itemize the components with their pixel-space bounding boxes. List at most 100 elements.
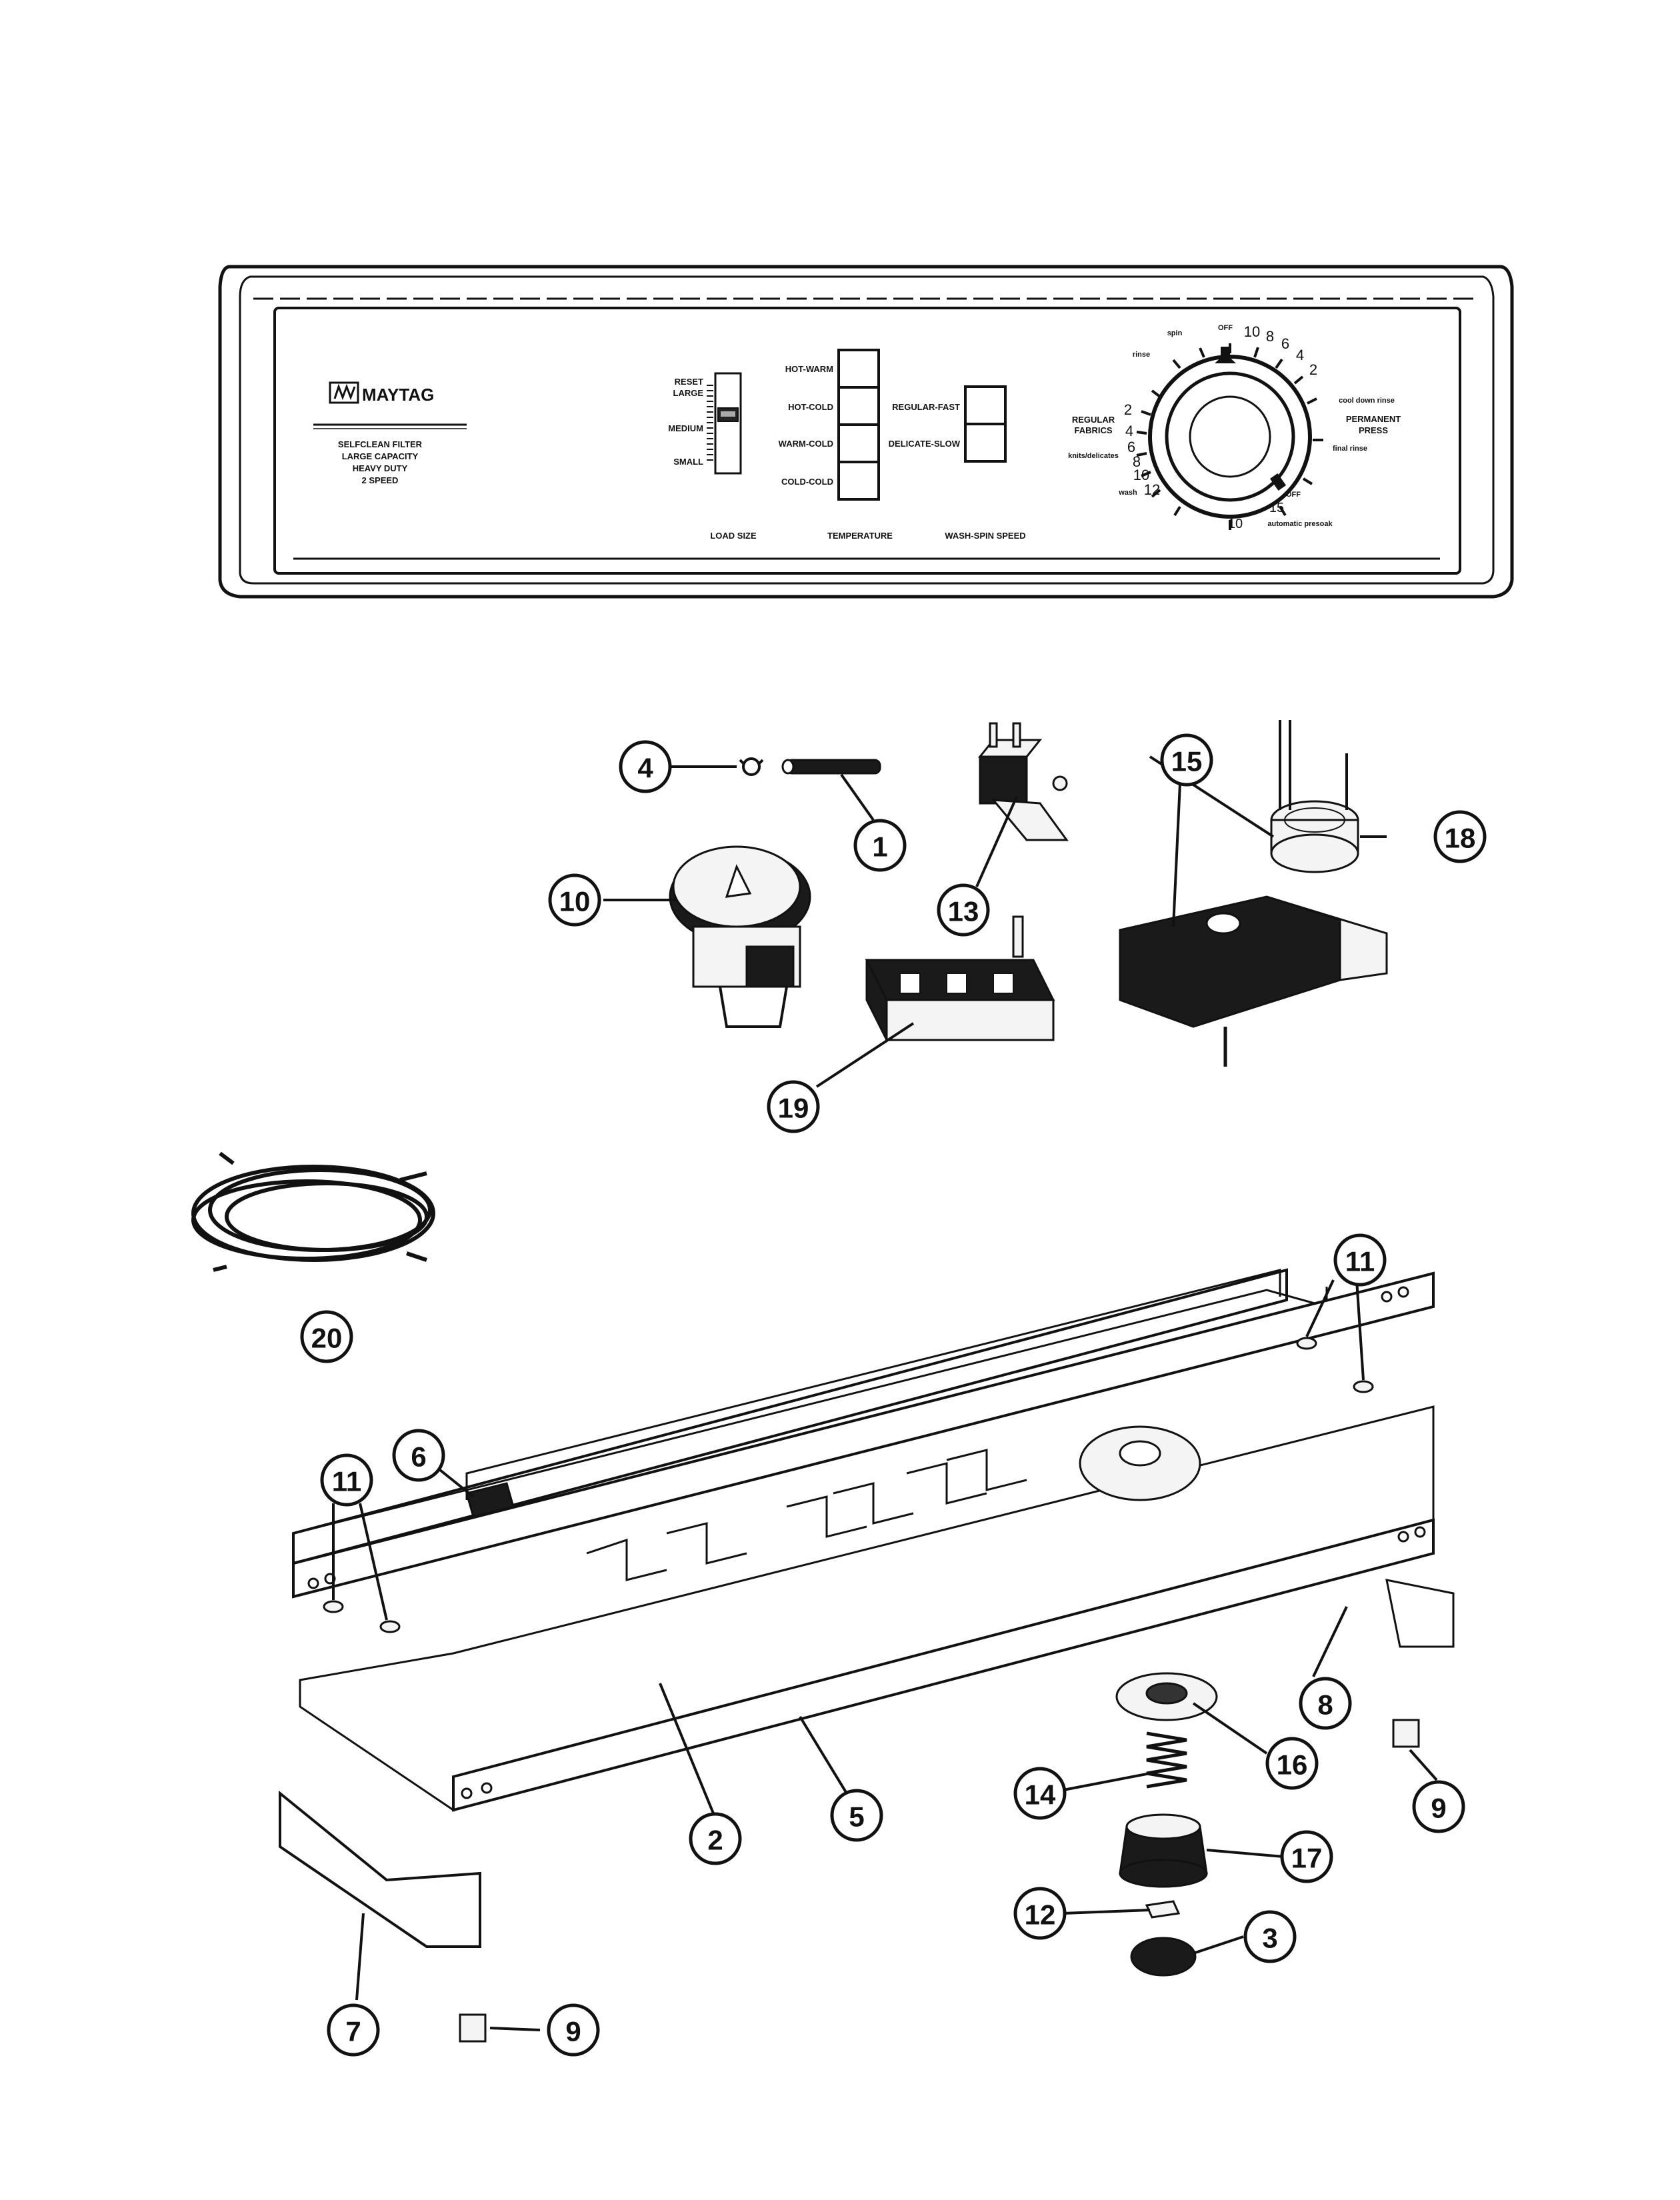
dial-wash: wash <box>1118 489 1137 497</box>
load-size-slider-track <box>714 372 742 475</box>
part-19-terminal-block <box>865 915 1055 1041</box>
callout-18-label: 18 <box>1445 823 1476 854</box>
callout-8-label: 8 <box>1317 1689 1333 1721</box>
dial-regular-fabrics-2: FABRICS <box>1074 425 1112 435</box>
load-size-reset: RESET <box>675 377 703 387</box>
callout-15: 15 <box>1160 733 1213 787</box>
callout-6-label: 6 <box>411 1441 426 1473</box>
panel-outer-frame <box>218 265 1514 599</box>
timer-dial-knob[interactable] <box>1165 371 1295 502</box>
part-18-timer-motor <box>1270 720 1359 873</box>
dial-knits-delicates: knits/delicates <box>1068 452 1119 460</box>
callout-8: 8 <box>1299 1677 1352 1730</box>
timer-off-marker-bottom <box>1269 473 1287 491</box>
speed-delicate-slow-label: DELICATE-SLOW <box>889 439 961 449</box>
load-size-label: LOAD SIZE <box>710 531 757 541</box>
callout-12-label: 12 <box>1025 1899 1056 1931</box>
timer-dial-center <box>1189 395 1271 478</box>
callout-3-label: 3 <box>1262 1923 1277 1954</box>
dial-spin: spin <box>1167 329 1183 337</box>
part-14-spring <box>1146 1731 1187 1789</box>
part-7-side-bracket <box>279 1790 481 1948</box>
callout-10-label: 10 <box>559 886 591 917</box>
temperature-label: TEMPERATURE <box>827 531 893 541</box>
temp-hot-warm-button[interactable] <box>837 349 880 389</box>
callout-11-right: 11 <box>1333 1233 1387 1287</box>
callout-14-label: 14 <box>1025 1779 1056 1811</box>
callout-17-label: 17 <box>1291 1843 1323 1874</box>
callout-9-left-label: 9 <box>565 2016 581 2047</box>
panel-inner-frame <box>239 275 1495 585</box>
temp-hot-cold-label: HOT-COLD <box>788 402 833 412</box>
part-11-screws <box>323 1337 1374 1633</box>
callout-4-label: 4 <box>637 753 653 784</box>
maytag-logo: MAYTAG <box>329 381 434 405</box>
callout-7-label: 7 <box>345 2016 361 2047</box>
dial-top-2: 2 <box>1309 361 1317 378</box>
dial-bottom-15: 15 <box>1269 501 1284 515</box>
part-5-lower-bracket <box>299 1405 1435 1812</box>
dial-permanent-press-2: PRESS <box>1359 425 1388 435</box>
part-15-timer <box>1119 895 1388 1067</box>
load-size-slider-knob-hilite <box>721 411 735 417</box>
wash-spin-speed-control: REGULAR-FAST DELICATE-SLOW <box>889 385 1007 463</box>
speed-delicate-slow-button[interactable] <box>964 423 1007 463</box>
part-12-clip <box>1145 1900 1181 1919</box>
feature-line-3: HEAVY DUTY <box>353 463 408 473</box>
dial-permanent-press-1: PERMANENT <box>1346 414 1401 424</box>
callout-5: 5 <box>830 1789 883 1842</box>
feature-line-2: LARGE CAPACITY <box>342 451 419 461</box>
temp-warm-cold-button[interactable] <box>837 423 880 463</box>
callout-9-right: 9 <box>1412 1780 1465 1833</box>
wash-spin-speed-label: WASH-SPIN SPEED <box>945 531 1025 541</box>
speed-regular-fast-button[interactable] <box>964 385 1007 425</box>
callout-19: 19 <box>767 1080 820 1133</box>
dial-reg-12: 12 <box>1144 481 1160 498</box>
timer-pointer-icon <box>1215 353 1236 363</box>
timer-dial[interactable]: OFF spin rinse 10 8 6 4 2 REGULAR FABRIC… <box>1068 323 1401 531</box>
load-size-large: LARGE <box>673 388 704 398</box>
dial-off-top: OFF <box>1218 324 1233 332</box>
callout-15-label: 15 <box>1171 746 1203 777</box>
callout-11-right-label: 11 <box>1345 1246 1375 1277</box>
callout-12: 12 <box>1013 1887 1067 1940</box>
dial-final-rinse: final rinse <box>1333 445 1367 453</box>
load-size-control[interactable]: RESET LARGE MEDIUM SMALL <box>668 372 742 475</box>
dial-reg-6: 6 <box>1127 439 1135 455</box>
callout-20-label: 20 <box>311 1323 343 1354</box>
callout-4: 4 <box>619 740 672 793</box>
dial-cool-down-rinse: cool down rinse <box>1339 397 1395 405</box>
callout-6: 6 <box>392 1429 445 1482</box>
dial-top-6: 6 <box>1281 335 1289 352</box>
dial-reg-10: 10 <box>1133 467 1149 483</box>
temp-cold-cold-button[interactable] <box>837 461 880 501</box>
speed-regular-fast-label: REGULAR-FAST <box>892 402 960 412</box>
panel-face <box>273 307 1461 575</box>
part-1-sleeve <box>781 759 881 775</box>
dial-top-8: 8 <box>1266 328 1274 345</box>
part-13-switch <box>977 722 1069 841</box>
part-6-clip <box>465 1482 515 1518</box>
dial-automatic-presoak: automatic presoak <box>1267 520 1333 528</box>
brand-name: MAYTAG <box>362 385 434 405</box>
dial-bottom-10: 10 <box>1228 517 1243 531</box>
callout-20: 20 <box>300 1310 353 1363</box>
callout-13-label: 13 <box>948 896 979 927</box>
temp-hot-cold-button[interactable] <box>837 386 880 426</box>
callout-7: 7 <box>327 2003 380 2057</box>
part-2-top-bracket <box>292 1268 1288 1565</box>
control-panel: MAYTAG SELFCLEAN FILTER LARGE CAPACITY H… <box>218 265 1514 599</box>
part-9-clip-left <box>459 2013 487 2043</box>
console-chassis <box>279 1268 1455 2043</box>
dial-top-10: 10 <box>1244 323 1260 340</box>
callout-19-label: 19 <box>778 1093 809 1124</box>
callout-5-label: 5 <box>849 1801 864 1833</box>
load-size-ticks <box>707 385 713 461</box>
knob-assembly <box>1115 1672 1218 1977</box>
dial-reg-2: 2 <box>1124 401 1132 418</box>
dial-reg-4: 4 <box>1125 423 1133 439</box>
part-10-selector <box>669 845 811 1028</box>
part-4-bulb <box>739 757 764 776</box>
part-20-wire-harness <box>191 1151 435 1272</box>
